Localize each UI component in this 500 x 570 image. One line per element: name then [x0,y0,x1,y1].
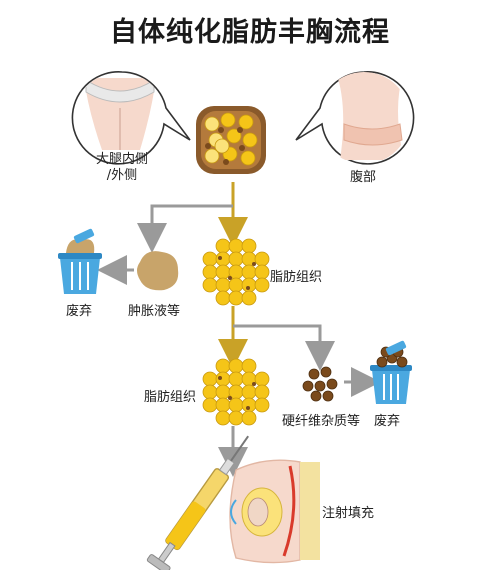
fat-tissue-label-1: 脂肪组织 [270,270,323,285]
fat-globule [215,410,231,426]
fat-globule [202,397,218,413]
fat-globule [228,410,244,426]
trash-bin-icon [370,340,412,404]
thigh-label: 大腿内侧 /外侧 [82,152,162,184]
fat-globule [254,397,270,413]
fat-globule [241,384,257,400]
fat-globule [228,397,244,413]
fat-globule [202,384,218,400]
fat-globule [241,238,257,254]
breast-cross-section-icon [229,459,320,564]
fat-tissue-label-2: 脂肪组织 [144,390,197,405]
abdomen-label: 腹部 [350,170,377,185]
fat-globule [202,264,218,280]
fibrous-particle [314,380,326,392]
fat-globule [241,358,257,374]
fat-globule [241,397,257,413]
impurity-speck [205,143,211,149]
abdomen-speech-bubble-icon [295,71,415,165]
page-title: 自体纯化脂肪丰胸流程 [110,17,390,48]
fat-globule [215,277,231,293]
thigh-label-line-2: /外侧 [106,168,138,183]
thigh-speech-bubble-icon [71,71,191,165]
fat-globule [215,371,231,387]
fat-globule [228,277,244,293]
fat-globule [215,290,231,306]
impurity-speck [218,376,222,380]
fat-globule [228,358,244,374]
impurity-speck [223,159,229,165]
raw-fat-globule [214,138,230,154]
syringe-icon [146,435,249,570]
impurity-speck [246,406,250,410]
fat-globule [254,277,270,293]
impurity-speck [228,396,232,400]
thigh-label-line-1: 大腿内侧 [95,152,148,167]
fat-globule [215,397,231,413]
raw-fat-globule [204,116,220,132]
fibrous-particle [376,356,388,368]
impurity-speck [252,262,256,266]
fibrous-particle [310,390,322,402]
raw-fat-globule [238,114,254,130]
arrow-to-fibrous-impurities [233,324,335,371]
fat-tissue-cluster-icon [202,358,270,426]
fat-globule [254,371,270,387]
fat-globule [228,290,244,306]
fibrous-particle [302,380,314,392]
fat-globule [254,384,270,400]
fat-globule [202,277,218,293]
discard-label-1: 废弃 [66,304,93,319]
impurity-speck [237,127,243,133]
raw-fat-globule [242,132,258,148]
fibrous-impurities-icon [302,366,338,402]
fat-globule [254,264,270,280]
fat-globule [228,251,244,267]
swelling-fluid-label: 肿胀液等 [128,304,181,319]
impurity-speck [252,382,256,386]
fat-globule [241,277,257,293]
fat-globule [241,264,257,280]
fat-globule [241,410,257,426]
fat-globule [202,251,218,267]
discard-label-2: 废弃 [374,414,401,429]
fibrous-impurities-label: 硬纤维杂质等 [282,414,361,429]
fibrous-particle [326,378,338,390]
raw-fat-globule [220,112,236,128]
fat-globule [215,358,231,374]
raw-fat-globule [204,148,220,164]
raw-fat-globule [226,128,242,144]
fibrous-particle [320,366,332,378]
swelling-fluid-blob-icon [137,251,179,291]
injection-fill-label: 注射填充 [322,506,375,521]
fat-globule [241,290,257,306]
fat-globule [215,251,231,267]
impurity-speck [218,256,222,260]
fat-globule [228,238,244,254]
fat-globule [254,251,270,267]
trash-bin-icon [58,228,102,294]
fibrous-particle [308,368,320,380]
fat-globule [215,264,231,280]
fat-globule [228,371,244,387]
impurity-speck [246,286,250,290]
impurity-speck [239,145,245,151]
impurity-speck [218,127,224,133]
fibrous-particle [396,356,408,368]
fat-globule [215,384,231,400]
fat-globule [202,371,218,387]
fat-tissue-cluster-icon [202,238,270,306]
fat-globule [215,238,231,254]
arrow-to-swelling-fluid [137,204,233,253]
raw-fat-globule [240,150,256,166]
fibrous-particle [322,390,334,402]
impurity-speck [228,276,232,280]
